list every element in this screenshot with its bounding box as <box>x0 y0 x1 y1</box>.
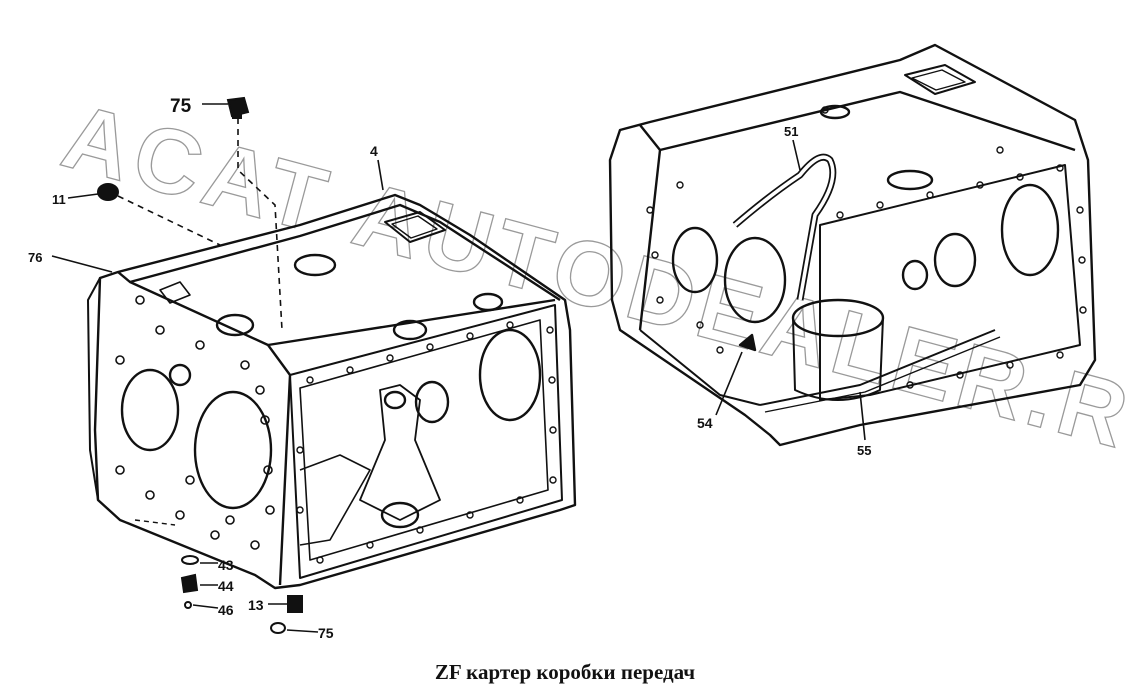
label-75-bottom: 75 <box>318 625 334 641</box>
label-75-top: 75 <box>170 96 192 117</box>
right-housing <box>608 43 1097 447</box>
diagram-caption: ZF картер коробки передач <box>434 660 696 684</box>
label-55: 55 <box>857 443 871 458</box>
label-11: 11 <box>52 192 66 207</box>
label-51: 51 <box>784 124 798 139</box>
leader-lines <box>51 103 866 633</box>
left-housing <box>87 193 577 590</box>
label-76: 76 <box>28 250 42 265</box>
label-43: 43 <box>218 557 234 573</box>
watermark-text: ACAT AUTODEALER.RU <box>53 85 1130 488</box>
watermark: ACAT AUTODEALER.RU <box>52 84 1130 488</box>
label-46: 46 <box>218 602 234 618</box>
label-54: 54 <box>697 415 713 431</box>
part-labels: 75 11 4 76 43 44 46 13 75 51 54 55 <box>28 96 871 641</box>
label-13: 13 <box>248 597 264 613</box>
label-44: 44 <box>218 578 234 594</box>
label-4: 4 <box>370 143 378 159</box>
left-small-parts <box>97 96 303 634</box>
